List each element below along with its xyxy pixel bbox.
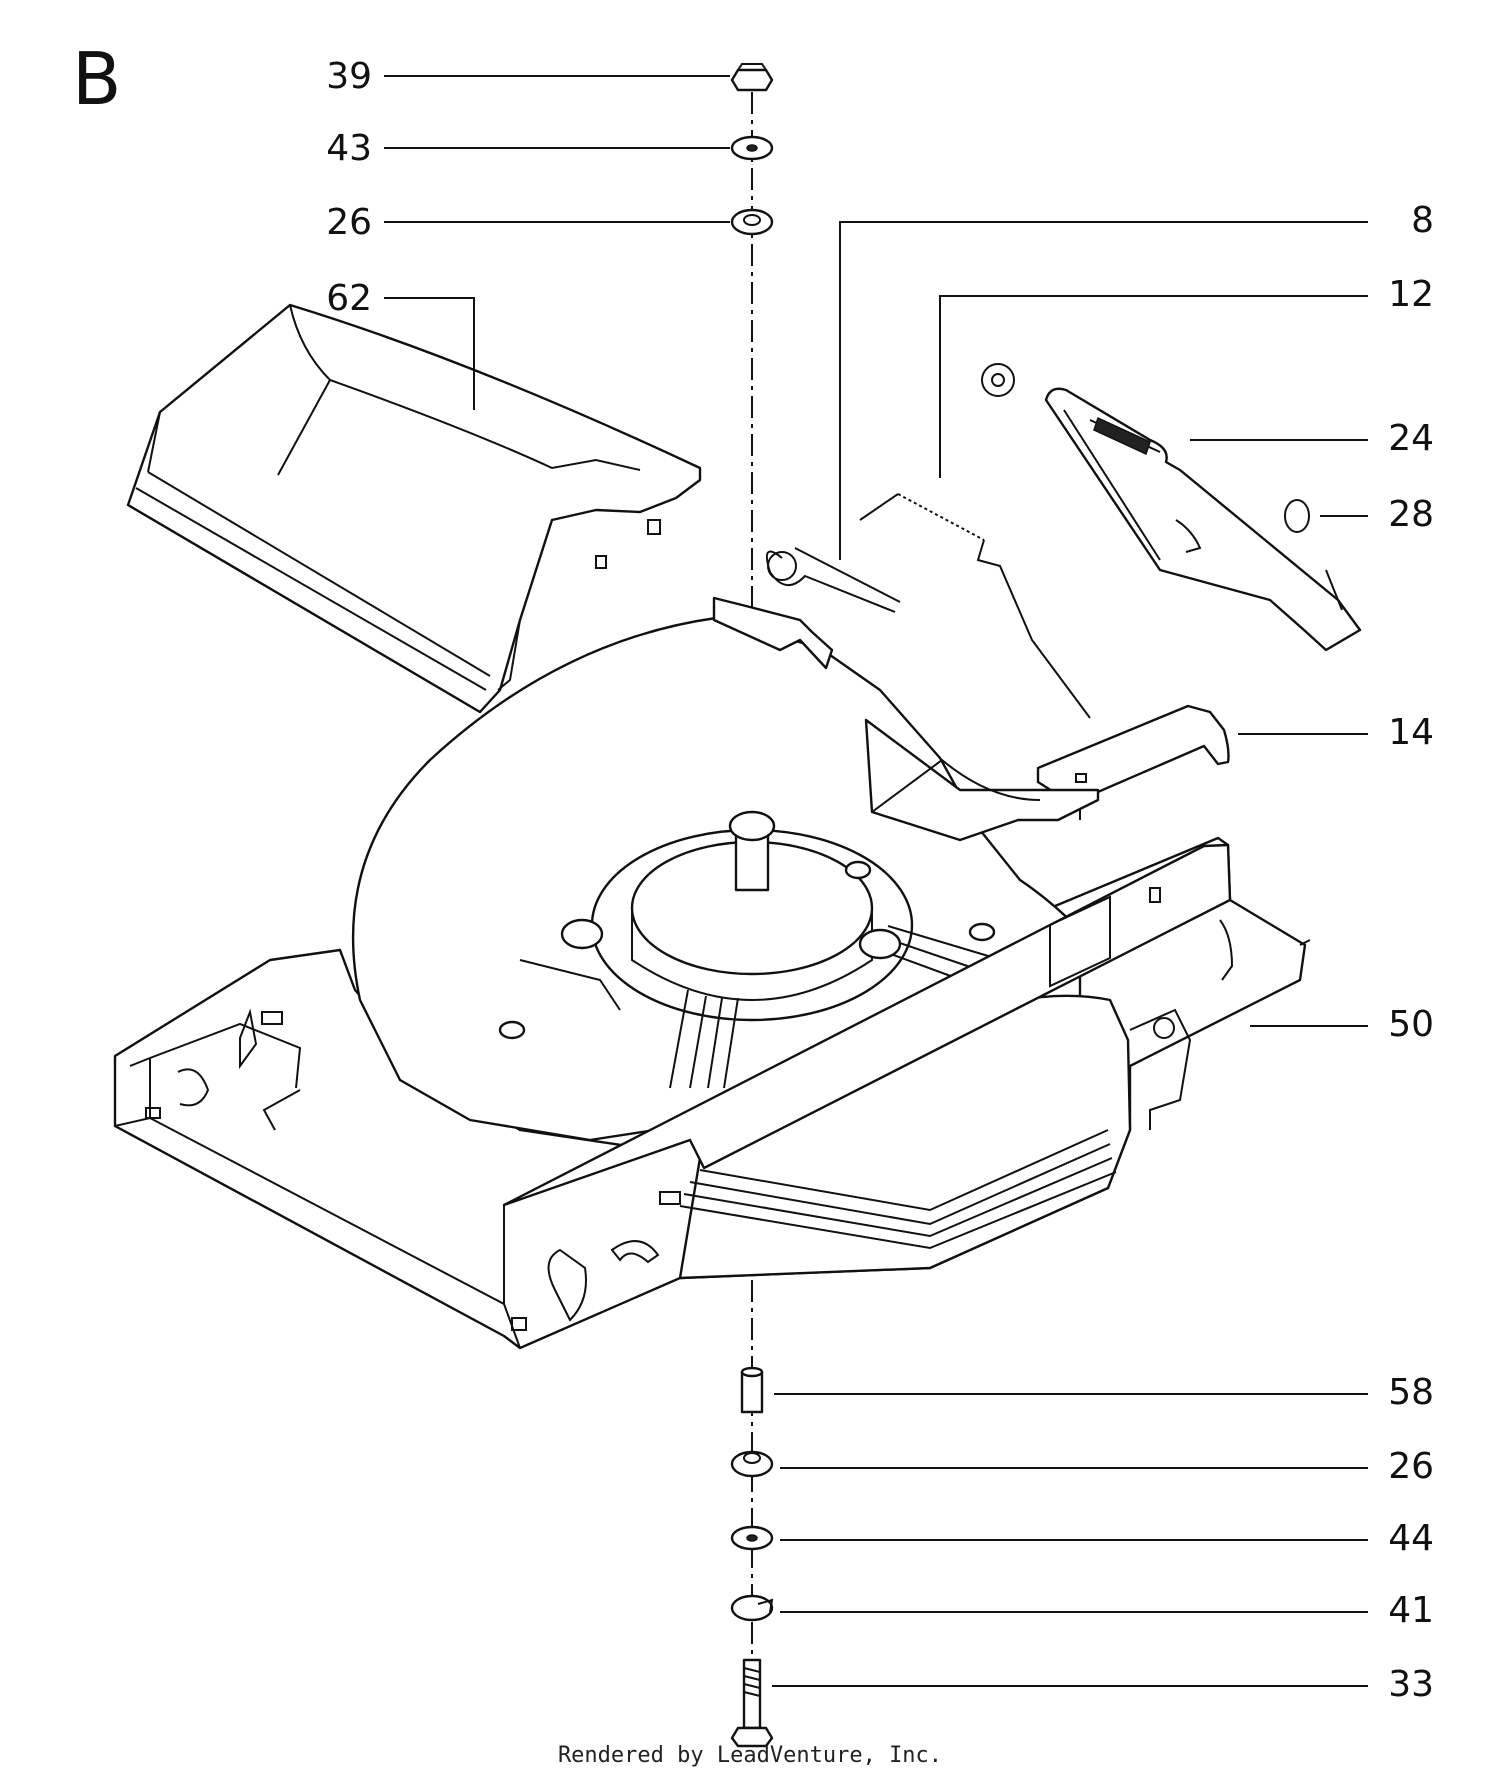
callout-33: 33 (1388, 1664, 1434, 1705)
leader-12 (939, 295, 1368, 478)
washer-26-upper-part (730, 208, 774, 236)
leader-8 (839, 221, 1368, 560)
washer-44-part (730, 1525, 774, 1551)
callout-41: 41 (1388, 1590, 1434, 1631)
callout-43: 43 (326, 128, 372, 169)
callout-14: 14 (1388, 712, 1434, 753)
callout-50: 50 (1388, 1004, 1434, 1045)
callout-58: 58 (1388, 1372, 1434, 1413)
callout-26-upper: 26 (326, 202, 372, 243)
rear-cover-part (126, 303, 702, 714)
nut-39-part (730, 63, 774, 92)
callout-39: 39 (326, 56, 372, 97)
washer-26-lower-part (730, 1450, 774, 1478)
callout-28: 28 (1388, 494, 1434, 535)
callout-26-lower: 26 (1388, 1446, 1434, 1487)
footer-credit: Rendered by LeadVenture, Inc. (558, 1743, 942, 1768)
small-nut-part (981, 363, 1015, 397)
bolt-33-part (730, 1658, 774, 1748)
spacer-58-part (740, 1366, 764, 1414)
section-letter: B (72, 37, 121, 121)
hinge-pin-part (766, 547, 901, 613)
leader-62 (384, 297, 475, 410)
clip-ring-part (1284, 499, 1310, 533)
callout-24: 24 (1388, 418, 1434, 459)
callout-8: 8 (1411, 200, 1434, 241)
callout-44: 44 (1388, 1518, 1434, 1559)
spring-part (859, 493, 1091, 719)
washer-43-part (730, 135, 774, 161)
callout-62: 62 (326, 278, 372, 319)
callout-12: 12 (1388, 274, 1434, 315)
mower-deck-part (113, 596, 1311, 1350)
lever-arm-part (1044, 387, 1362, 652)
lock-washer-41-part (730, 1594, 774, 1622)
